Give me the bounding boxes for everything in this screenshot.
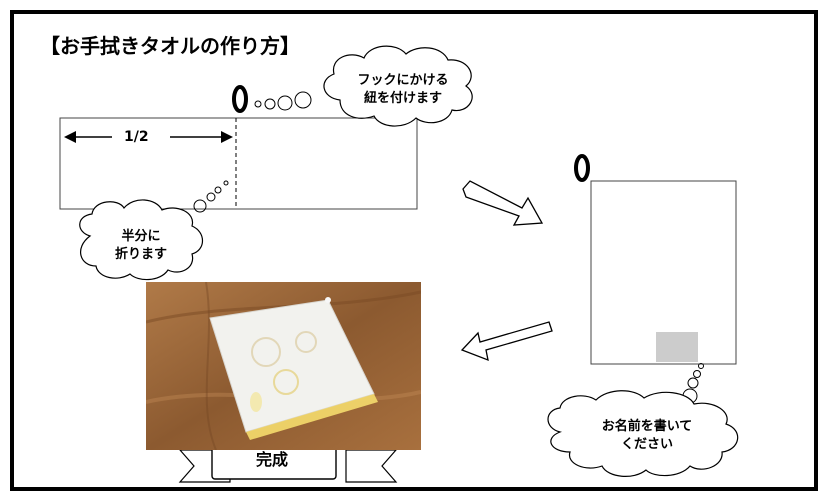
cloud-hook	[323, 45, 473, 127]
flat-towel	[59, 117, 418, 210]
name-box	[656, 332, 698, 362]
cloud-fold-line-1: 半分に	[121, 229, 161, 244]
thought-bubbles-hook	[254, 91, 312, 111]
hook-loop-icon	[232, 85, 248, 113]
cloud-fold-text: 半分に 折ります	[96, 228, 186, 264]
hook-loop-icon-folded	[574, 154, 590, 182]
cloud-hook-line-1: フックにかける	[357, 73, 449, 88]
banner-label-complete: 完成	[255, 450, 288, 469]
cloud-name-line-2: ください	[620, 437, 673, 452]
arrow-to-finished	[460, 321, 553, 362]
page-title: 【お手拭きタオルの作り方】	[40, 34, 300, 58]
cloud-fold	[79, 199, 204, 281]
cloud-name-text: お名前を書いて ください	[584, 418, 710, 454]
cloud-fold-line-2: 折ります	[114, 247, 167, 262]
half-measure-label: 1/2	[124, 129, 149, 145]
cloud-hook-line-2: 紐を付けます	[363, 91, 442, 106]
cloud-name	[547, 390, 739, 477]
thought-bubbles-fold	[193, 180, 229, 213]
folded-towel	[590, 180, 737, 365]
arrow-to-folded	[462, 180, 544, 226]
cloud-name-line-1: お名前を書いて	[601, 419, 693, 434]
cloud-hook-text: フックにかける 紐を付けます	[348, 72, 458, 108]
finished-towel-photo	[146, 282, 421, 450]
half-measure-arrow	[64, 131, 233, 143]
